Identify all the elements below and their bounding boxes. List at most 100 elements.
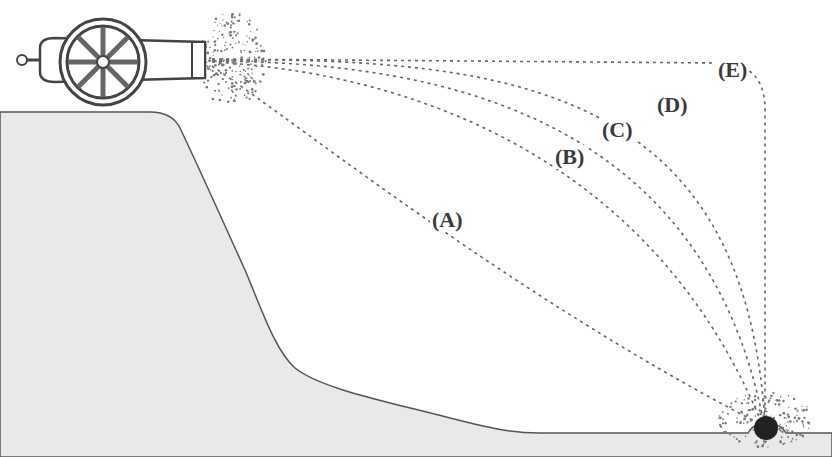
smoke-dot: [222, 94, 223, 95]
smoke-dot: [256, 48, 257, 49]
smoke-dot: [214, 21, 216, 23]
smoke-dot: [806, 406, 807, 407]
smoke-dot: [736, 421, 738, 423]
smoke-dot: [759, 413, 762, 416]
smoke-dot: [780, 396, 782, 398]
smoke-dot: [260, 45, 262, 47]
smoke-dot: [729, 406, 731, 408]
smoke-dot: [263, 50, 266, 53]
smoke-dot: [722, 418, 724, 420]
trajectory-e: [212, 59, 765, 424]
smoke-dot: [239, 14, 241, 16]
smoke-dot: [230, 27, 232, 29]
cliff-ground: [0, 112, 832, 457]
smoke-dot: [793, 398, 795, 400]
smoke-dot: [802, 423, 803, 424]
smoke-dot: [233, 59, 235, 61]
smoke-dot: [255, 83, 257, 85]
smoke-dot: [798, 417, 801, 420]
smoke-dot: [231, 82, 234, 85]
smoke-dot: [207, 86, 208, 87]
smoke-dot: [796, 420, 798, 422]
smoke-dot: [229, 66, 230, 67]
smoke-dot: [223, 24, 226, 27]
smoke-dot: [254, 37, 257, 40]
trajectory-b: [212, 62, 762, 424]
trajectory-label: (B): [553, 145, 586, 169]
smoke-dot: [739, 421, 742, 424]
smoke-dot: [233, 63, 235, 65]
smoke-dot: [248, 75, 249, 76]
smoke-dot: [783, 413, 785, 415]
smoke-dot: [221, 64, 224, 67]
smoke-dot: [803, 424, 804, 425]
smoke-dot: [239, 65, 241, 67]
smoke-dot: [238, 41, 240, 43]
smoke-dot: [766, 410, 768, 412]
smoke-dot: [724, 422, 726, 424]
smoke-dot: [779, 414, 781, 416]
trajectory-c: [212, 61, 764, 424]
smoke-dot: [262, 73, 265, 76]
smoke-dot: [727, 413, 729, 415]
smoke-dot: [243, 69, 245, 71]
smoke-dot: [801, 405, 802, 406]
smoke-dot: [789, 420, 792, 423]
smoke-dot: [214, 40, 216, 42]
smoke-dot: [254, 90, 256, 92]
smoke-dot: [787, 413, 789, 415]
smoke-dot: [229, 34, 232, 37]
smoke-dot: [207, 80, 209, 82]
smoke-dot: [265, 60, 267, 62]
smoke-dot: [761, 445, 763, 447]
smoke-dot: [242, 43, 243, 44]
smoke-dot: [779, 424, 781, 426]
cannonball: [754, 416, 778, 440]
smoke-dot: [263, 50, 265, 52]
smoke-dot: [796, 434, 799, 437]
smoke-dot: [787, 436, 789, 438]
smoke-dot: [754, 406, 756, 408]
smoke-dot: [218, 99, 221, 102]
smoke-dot: [802, 409, 805, 412]
smoke-dot: [796, 415, 797, 416]
smoke-dot: [234, 85, 236, 87]
smoke-dot: [212, 70, 214, 72]
smoke-dot: [787, 421, 789, 423]
smoke-dot: [780, 430, 782, 432]
smoke-dot: [207, 41, 209, 43]
smoke-dot: [229, 67, 231, 69]
smoke-dot: [231, 47, 233, 49]
smoke-dot: [252, 78, 254, 80]
smoke-dot: [252, 38, 254, 40]
smoke-dot: [235, 89, 236, 90]
smoke-dot: [223, 37, 224, 38]
smoke-dot: [206, 65, 208, 67]
smoke-dot: [233, 16, 235, 18]
smoke-dot: [239, 88, 241, 90]
smoke-dot: [780, 426, 781, 427]
smoke-dot: [750, 420, 752, 422]
smoke-dot: [741, 402, 743, 404]
smoke-dot: [246, 61, 248, 63]
smoke-dot: [773, 393, 774, 394]
smoke-dot: [762, 399, 765, 402]
smoke-dot: [231, 70, 233, 72]
smoke-dot: [243, 50, 245, 52]
smoke-dot: [808, 428, 809, 429]
smoke-dot: [747, 402, 749, 404]
smoke-dot: [250, 77, 252, 79]
smoke-dot: [214, 64, 216, 66]
smoke-dot: [772, 392, 774, 394]
smoke-dot: [722, 411, 724, 413]
smoke-dot: [235, 43, 236, 44]
smoke-dot: [230, 24, 232, 26]
smoke-dot: [215, 60, 217, 62]
smoke-dot: [215, 17, 218, 20]
smoke-dot: [794, 417, 796, 419]
smoke-dot: [774, 403, 776, 405]
trajectory-d: [212, 60, 765, 424]
smoke-dot: [243, 82, 245, 84]
smoke-dot: [213, 55, 214, 56]
smoke-dot: [244, 75, 246, 77]
